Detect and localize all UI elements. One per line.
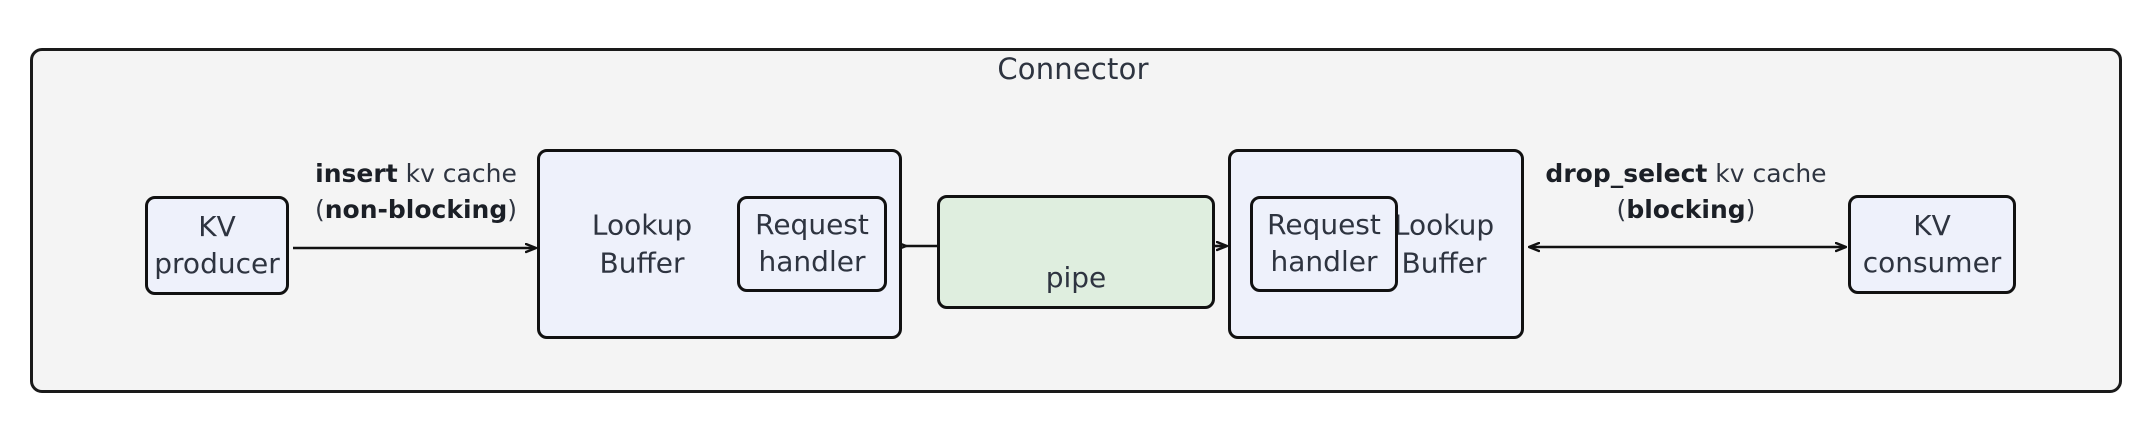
connector-title: Connector xyxy=(997,52,1149,86)
kv-producer-line2: producer xyxy=(154,246,280,280)
edge-label-insert: insert kv cache (non-blocking) xyxy=(291,156,541,227)
edge-label-drop-select-line2: (blocking) xyxy=(1524,192,1848,228)
node-kv-producer[interactable]: KV producer xyxy=(145,196,289,295)
node-lookup-buffer-left[interactable]: Lookup Buffer xyxy=(537,149,902,339)
lookup-buffer-right-line2: Buffer xyxy=(1401,246,1487,279)
lookup-buffer-left-line2: Buffer xyxy=(599,246,685,279)
edge-label-insert-line2: (non-blocking) xyxy=(291,192,541,228)
kv-consumer-line1: KV xyxy=(1913,208,1951,242)
request-handler-left-line1: Request xyxy=(755,208,869,242)
edge-label-drop-select-rest: kv cache xyxy=(1707,159,1827,188)
kv-producer-line1: KV xyxy=(198,209,236,243)
request-handler-left-line2: handler xyxy=(758,245,866,278)
edge-label-insert-rest: kv cache xyxy=(397,159,517,188)
request-handler-right-line1: Request xyxy=(1267,208,1381,242)
lookup-buffer-right-label: Lookup Buffer xyxy=(1369,206,1519,281)
edge-label-insert-mode: non-blocking xyxy=(324,194,508,224)
edge-label-drop-select-close: ) xyxy=(1745,194,1756,224)
lookup-buffer-right-line1: Lookup xyxy=(1393,208,1495,242)
node-kv-consumer[interactable]: KV consumer xyxy=(1848,195,2016,294)
edge-label-drop-select-open: ( xyxy=(1616,194,1627,224)
edge-label-drop-select-line1: drop_select kv cache xyxy=(1524,156,1848,192)
edge-label-insert-close: ) xyxy=(507,194,518,224)
node-request-handler-right[interactable]: Request handler xyxy=(1250,196,1398,292)
lookup-buffer-left-label: Lookup Buffer xyxy=(552,206,732,281)
pipe-label: pipe xyxy=(1045,261,1107,294)
edge-label-insert-op: insert xyxy=(315,159,398,188)
node-request-handler-left[interactable]: Request handler xyxy=(737,196,887,292)
kv-consumer-line2: consumer xyxy=(1862,245,2002,279)
edge-label-drop-select-mode: blocking xyxy=(1626,194,1746,224)
edge-label-insert-open: ( xyxy=(314,194,325,224)
edge-label-insert-line1: insert kv cache xyxy=(291,156,541,192)
lookup-buffer-left-line1: Lookup xyxy=(591,208,693,242)
edge-label-drop-select: drop_select kv cache (blocking) xyxy=(1524,156,1848,227)
edge-label-drop-select-op: drop_select xyxy=(1545,159,1708,188)
request-handler-right-line2: handler xyxy=(1270,245,1378,278)
node-pipe[interactable]: pipe xyxy=(937,195,1215,309)
